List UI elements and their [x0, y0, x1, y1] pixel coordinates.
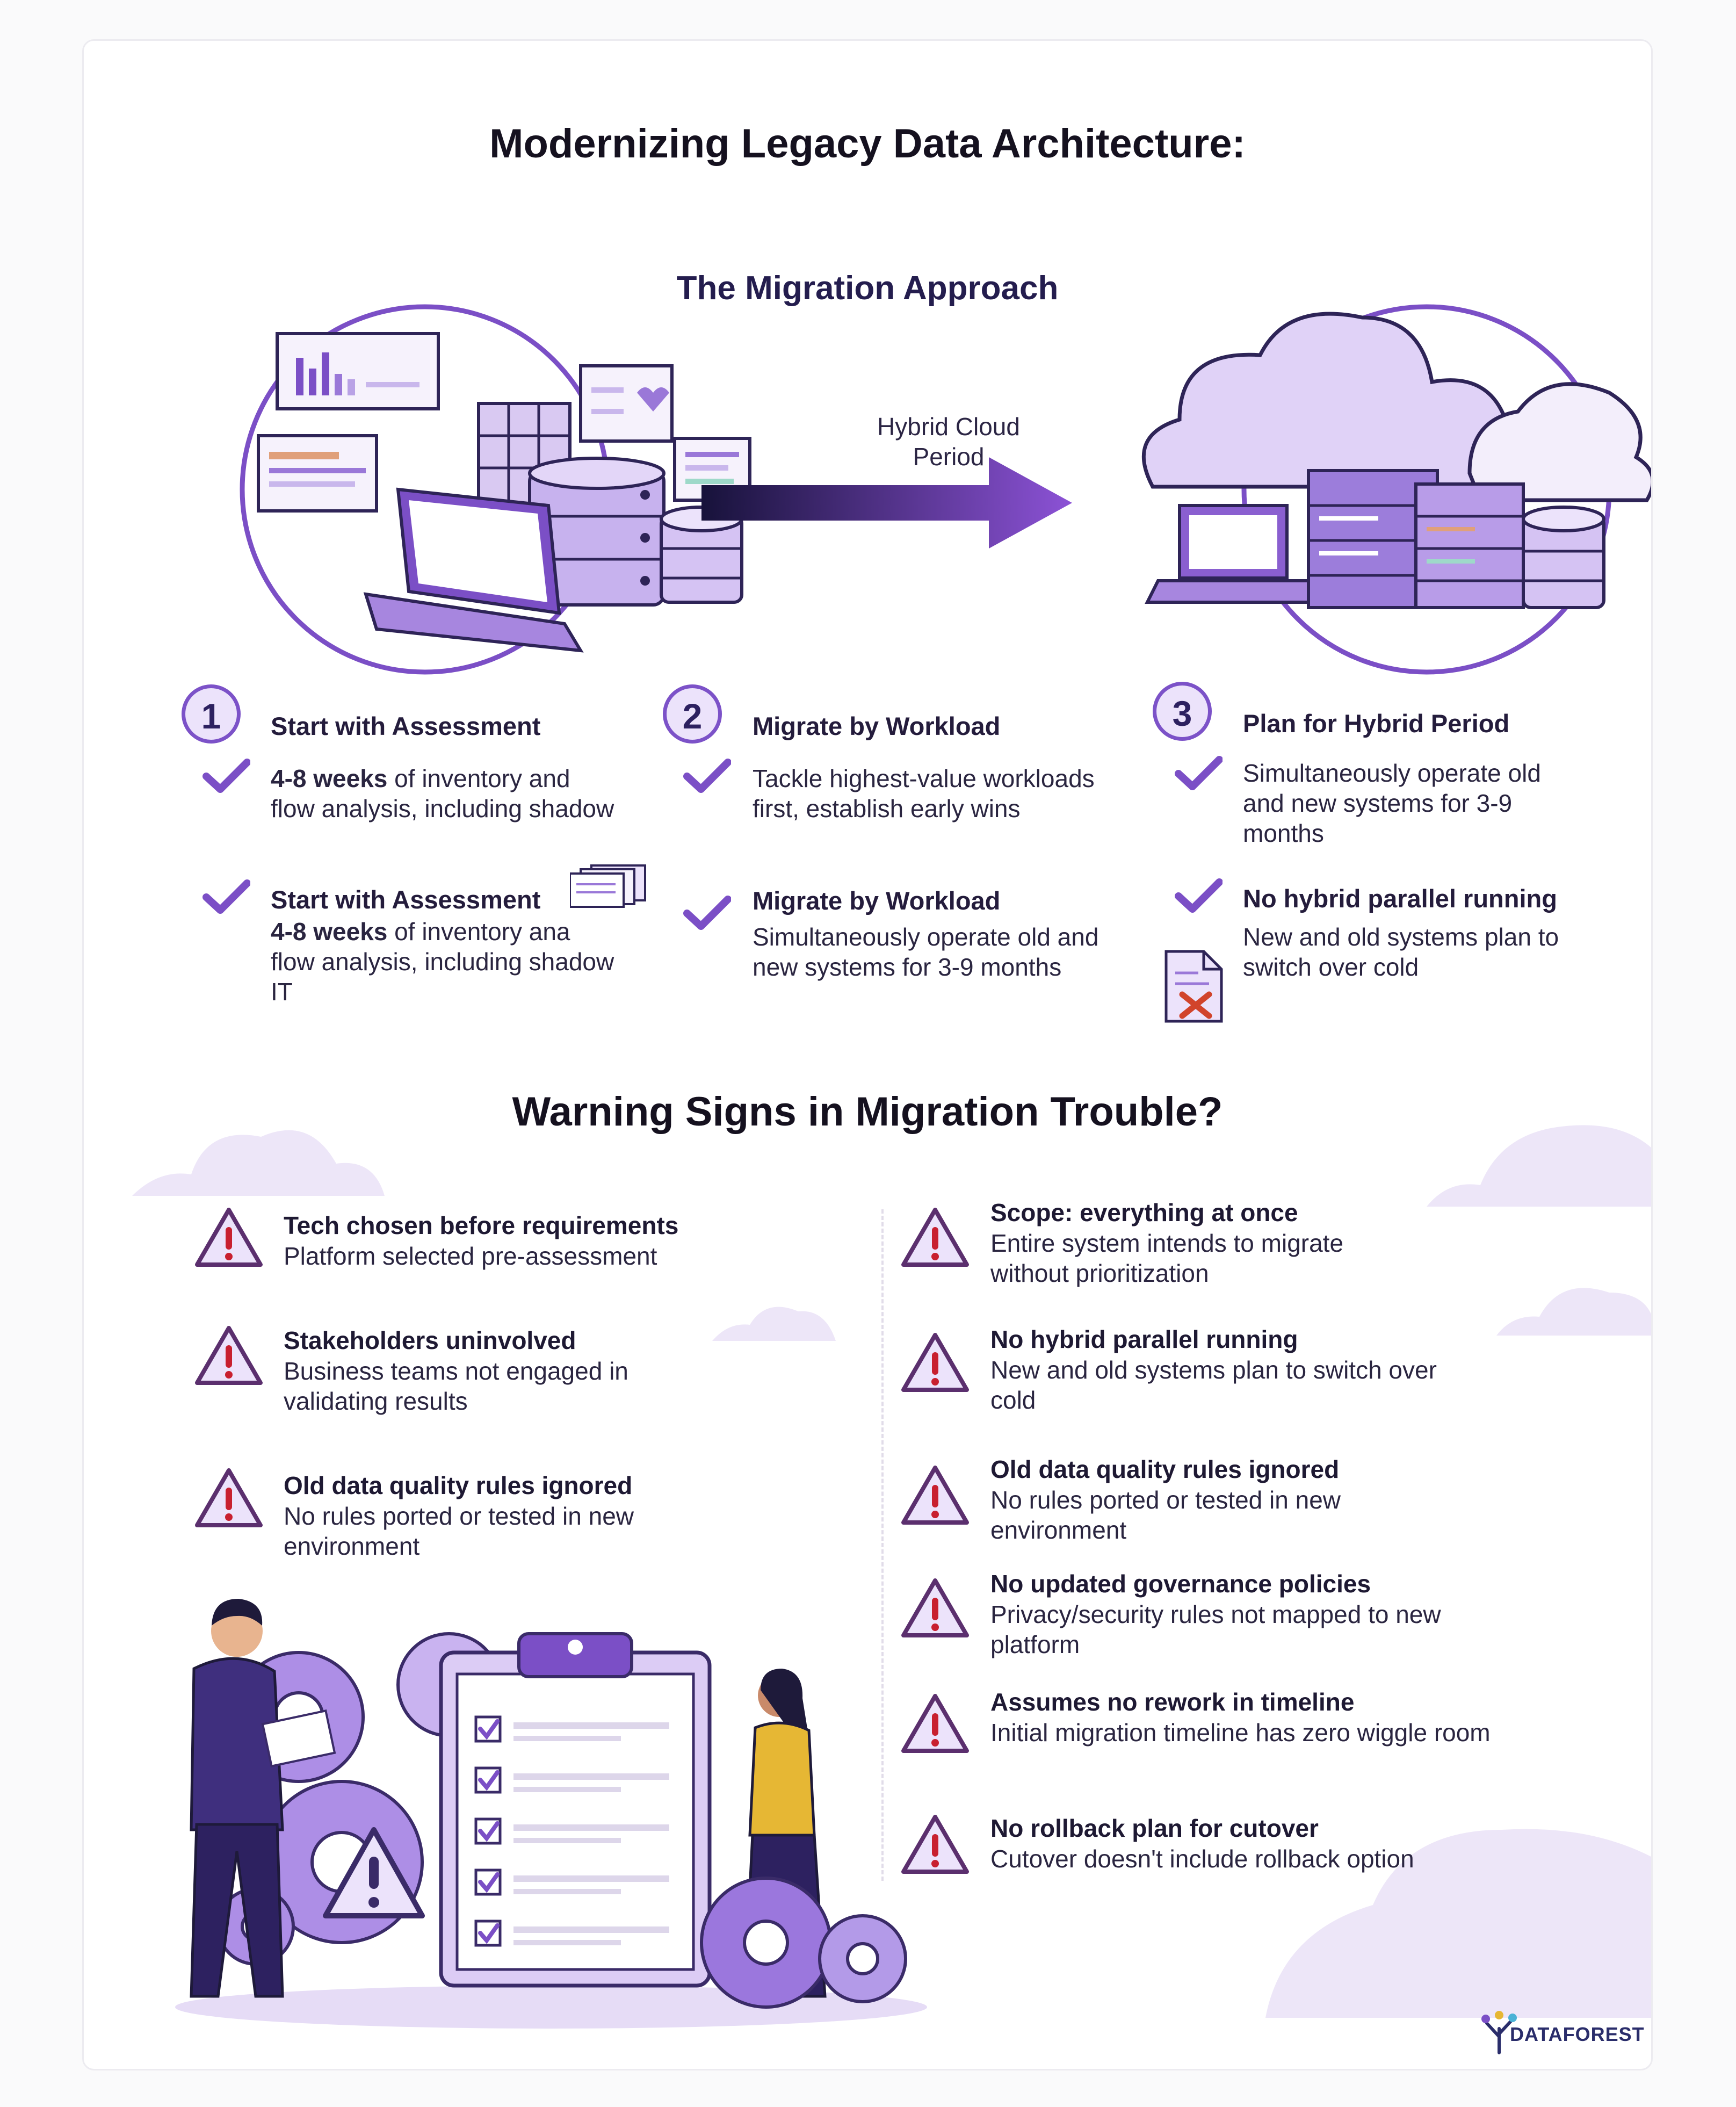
step-1-bullet-1: 4-8 weeks of inventory and flow analysis… — [271, 763, 614, 824]
warning-icon — [195, 1208, 263, 1267]
warning-icon — [901, 1578, 969, 1637]
step-1-bullet-2-emphasis: 4-8 weeks — [271, 918, 388, 946]
warning-right-3-desc: No rules ported or tested in new environ… — [990, 1486, 1341, 1544]
warning-right-3-title: Old data quality rules ignored — [990, 1455, 1340, 1483]
tree-logo-icon — [1481, 2011, 1517, 2054]
warning-icon — [901, 1333, 969, 1392]
infographic-card: Modernizing Legacy Data Architecture: Th… — [82, 39, 1653, 2070]
warning-right-6-title: No rollback plan for cutover — [990, 1814, 1319, 1842]
step-3-title: Plan for Hybrid Period — [1243, 709, 1510, 738]
document-stack-icon — [570, 864, 646, 908]
step-2-bullet-1: Tackle highest-value workloads first, es… — [753, 764, 1095, 822]
arrow-label: Hybrid Cloud Period — [755, 412, 1142, 472]
step-1-bullet-1-text: of inventory and flow analysis, includin… — [271, 764, 614, 822]
warning-right-6-desc: Cutover doesn't include rollback option — [990, 1845, 1414, 1873]
warning-icon — [901, 1208, 969, 1267]
step-3-bullet-1: Simultaneously operate old and new syste… — [1243, 759, 1541, 847]
background-clouds — [132, 1125, 1651, 2018]
warning-right-2-title: No hybrid parallel running — [990, 1325, 1298, 1353]
warning-left-3-title: Old data quality rules ignored — [284, 1471, 633, 1499]
warning-right-5-title: Assumes no rework in timeline — [990, 1688, 1355, 1716]
hybrid-arrow — [701, 457, 1072, 549]
step-2-bullet-2-text: Simultaneously operate old and new syste… — [753, 923, 1099, 981]
checklist-team-illustration — [175, 1599, 927, 2029]
step-3-bullet-2-text: New and old systems plan to switch over … — [1243, 923, 1559, 981]
warning-icon — [901, 1694, 969, 1753]
step-1-title: Start with Assessment — [271, 712, 541, 740]
server-rack-icon — [1414, 482, 1525, 609]
warning-left-2-desc: Business teams not engaged in validating… — [284, 1357, 628, 1415]
warning-left-1-title: Tech chosen before requirements — [284, 1211, 679, 1239]
warning-icon — [901, 1815, 969, 1874]
warning-right-2-desc: New and old systems plan to switch over … — [990, 1356, 1437, 1414]
section-subtitle: The Migration Approach — [676, 270, 1059, 307]
laptop-icon — [363, 487, 584, 653]
arrow-label-line1: Hybrid Cloud — [877, 413, 1020, 441]
warning-icon — [323, 1827, 425, 1918]
brand-logo-text: DATAFOREST — [1510, 2023, 1645, 2045]
gear-icon — [700, 1877, 907, 2009]
step-1-bullet-1-emphasis: 4-8 weeks — [271, 764, 388, 792]
warning-right-1-title: Scope: everything at once — [990, 1199, 1298, 1226]
step-3-badge: 3 — [1153, 682, 1212, 741]
check-icon — [683, 759, 731, 793]
check-icon — [202, 759, 250, 793]
warning-right-1-desc: Entire system intends to migrate without… — [990, 1229, 1344, 1287]
step-2-title: Migrate by Workload — [753, 712, 1001, 740]
step-1-bullet-2-text: of inventory ana flow analysis, includin… — [271, 918, 614, 1006]
legacy-systems-illustration — [240, 304, 751, 675]
dashboard-window-icon — [579, 364, 674, 443]
check-icon — [683, 896, 731, 930]
grid-database-icon — [477, 402, 572, 518]
step-1-bullet-2: 4-8 weeks of inventory ana flow analysis… — [271, 917, 614, 1007]
step-1-bullet-2-title: Start with Assessment — [271, 885, 541, 914]
cloud-systems-illustration — [1141, 304, 1651, 675]
check-icon — [1175, 756, 1223, 790]
check-icon — [202, 879, 250, 914]
chart-window-icon — [257, 434, 378, 513]
warning-right-5-desc: Initial migration timeline has zero wigg… — [990, 1719, 1491, 1747]
step-2-bullet-2-title: Migrate by Workload — [753, 886, 1001, 915]
warning-icon — [195, 1326, 263, 1385]
rejected-document-icon — [1164, 950, 1223, 1023]
column-divider — [881, 1209, 884, 1881]
page-title: Modernizing Legacy Data Architecture: — [489, 121, 1246, 167]
step-1-badge: 1 — [182, 684, 241, 744]
warning-left-2-title: Stakeholders uninvolved — [284, 1326, 576, 1354]
arrow-label-line2: Period — [913, 443, 985, 471]
warning-icon — [195, 1468, 263, 1527]
warning-right-4-title: No updated governance policies — [990, 1570, 1371, 1598]
warning-section-title: Warning Signs in Migration Trouble? — [512, 1089, 1223, 1135]
warning-icon — [901, 1466, 969, 1525]
clipboard-icon — [439, 1632, 712, 1988]
step-2-badge: 2 — [663, 684, 722, 744]
step-3-bullet-2-title: No hybrid parallel running — [1243, 884, 1557, 913]
businessman-figure — [190, 1599, 336, 1998]
warning-left-3-desc: No rules ported or tested in new environ… — [284, 1502, 634, 1560]
warning-right-4-desc: Privacy/security rules not mapped to new… — [990, 1600, 1441, 1658]
check-icon — [1175, 878, 1223, 913]
report-window-icon — [276, 332, 440, 410]
warning-left-1-desc: Platform selected pre-assessment — [284, 1242, 657, 1270]
database-icon — [1522, 506, 1605, 609]
